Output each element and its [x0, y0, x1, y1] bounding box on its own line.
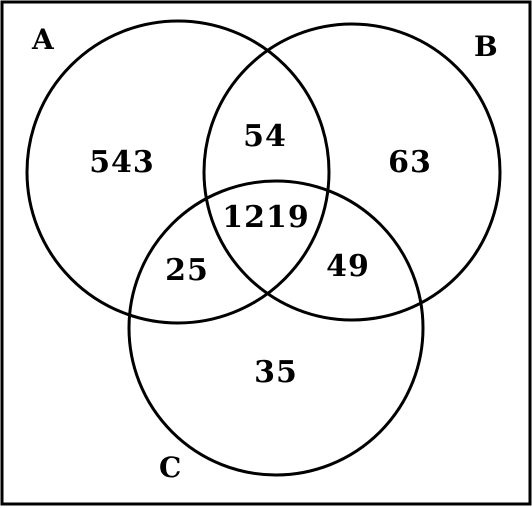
set-b-circle — [202, 22, 502, 322]
region-a-only-count: 543 — [89, 145, 155, 180]
region-bc-only-count: 49 — [326, 249, 370, 284]
set-a-circle — [25, 19, 331, 325]
set-c-circle — [127, 179, 425, 477]
set-a-label: A — [31, 23, 55, 56]
region-ac-only-count: 25 — [165, 253, 209, 288]
set-b-label: B — [474, 30, 498, 63]
region-c-only-count: 35 — [254, 355, 298, 390]
set-c-label: C — [159, 451, 181, 484]
region-b-only-count: 63 — [388, 145, 432, 180]
region-abc-count: 1219 — [222, 200, 310, 235]
region-ab-only-count: 54 — [243, 119, 287, 154]
